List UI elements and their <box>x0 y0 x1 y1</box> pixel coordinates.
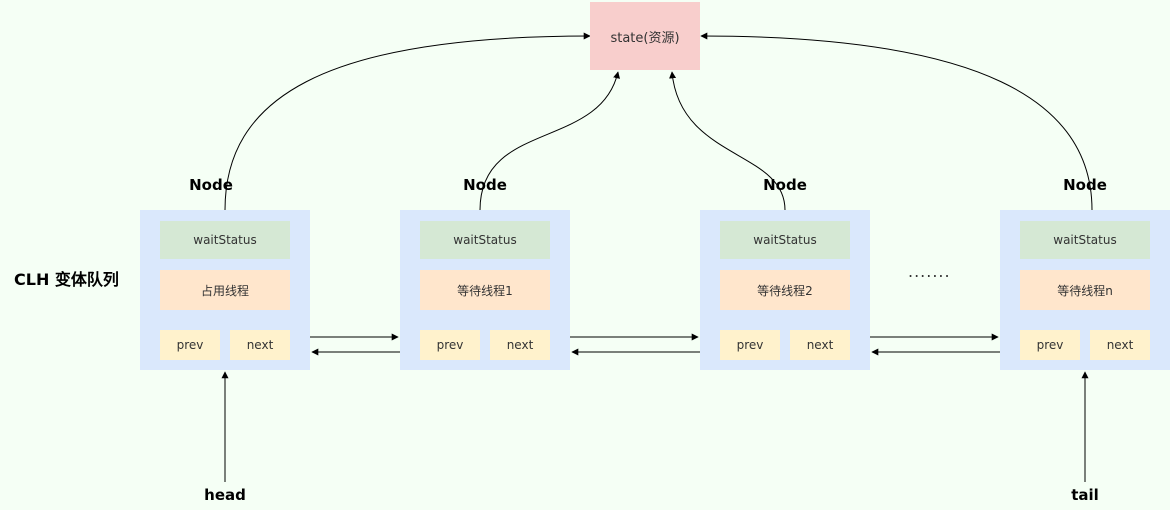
node-title: Node <box>189 176 233 194</box>
prev-field: prev <box>720 330 780 360</box>
next-field: next <box>790 330 850 360</box>
next-field: next <box>490 330 550 360</box>
node2-to-state-arrow <box>479 71 620 211</box>
wait-status-field: waitStatus <box>1020 221 1150 259</box>
tail-label: tail <box>1071 486 1099 504</box>
node1-to-state-arrow <box>224 32 591 211</box>
prev-field: prev <box>160 330 220 360</box>
node-title: Node <box>1063 176 1107 194</box>
state-resource-box: state(资源) <box>590 2 700 70</box>
node-title: Node <box>763 176 807 194</box>
prev-field: prev <box>420 330 480 360</box>
thread-field: 等待线程n <box>1020 270 1150 310</box>
prev-field: prev <box>1020 330 1080 360</box>
wait-status-field: waitStatus <box>720 221 850 259</box>
wait-status-field: waitStatus <box>420 221 550 259</box>
head-label: head <box>204 486 246 504</box>
ellipsis: ....... <box>908 262 951 281</box>
thread-field: 占用线程 <box>160 270 290 310</box>
node-title: Node <box>463 176 507 194</box>
next-field: next <box>1090 330 1150 360</box>
queue-label: CLH 变体队列 <box>14 270 119 289</box>
node-3: waitStatus 等待线程2 prev next <box>700 210 870 370</box>
node-1: waitStatus 占用线程 prev next <box>140 210 310 370</box>
node-4: waitStatus 等待线程n prev next <box>1000 210 1170 370</box>
thread-field: 等待线程1 <box>420 270 550 310</box>
node-2: waitStatus 等待线程1 prev next <box>400 210 570 370</box>
node3-to-state-arrow <box>669 71 786 211</box>
wait-status-field: waitStatus <box>160 221 290 259</box>
next-field: next <box>230 330 290 360</box>
thread-field: 等待线程2 <box>720 270 850 310</box>
node4-to-state-arrow <box>700 32 1093 211</box>
